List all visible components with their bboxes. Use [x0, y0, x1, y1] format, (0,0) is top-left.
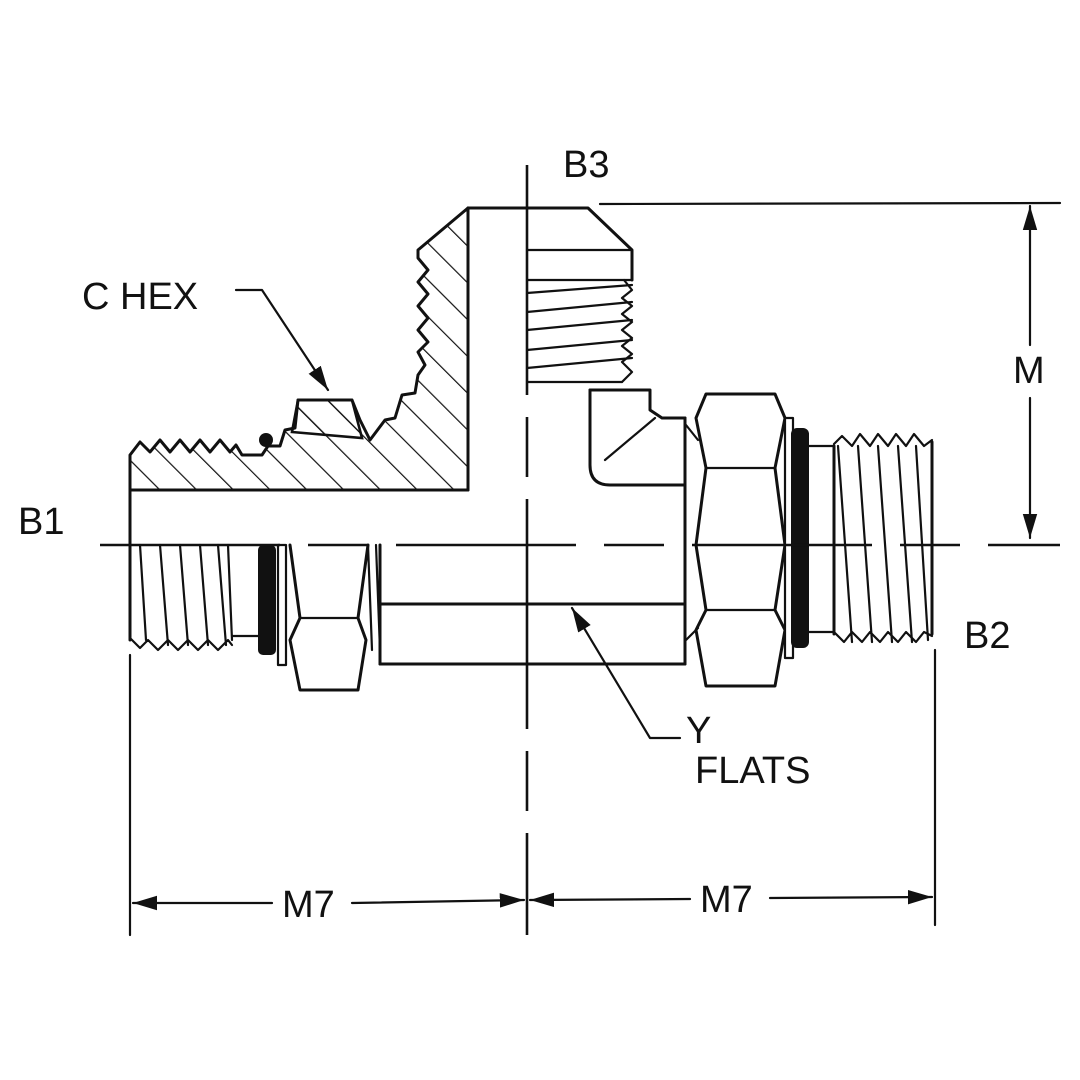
sectioned-body — [128, 206, 470, 492]
y-label: Y — [686, 710, 712, 752]
c-hex-nut-section — [290, 398, 364, 440]
y-flats-leader — [570, 606, 682, 740]
small-oring — [259, 433, 273, 447]
m7-left-label: M7 — [282, 884, 335, 926]
m-label: M — [1013, 350, 1045, 392]
b1-oring — [258, 545, 276, 655]
b3-branch-end — [466, 206, 634, 384]
b2-label: B2 — [964, 615, 1011, 657]
b1-port-end — [128, 488, 382, 692]
c-hex-label: C HEX — [82, 276, 199, 318]
m7-right-label: M7 — [700, 879, 753, 921]
tee-body — [128, 388, 687, 666]
dimension-m7 — [128, 648, 937, 937]
dimension-m — [598, 201, 1062, 540]
flats-label: FLATS — [695, 750, 811, 792]
b3-label: B3 — [563, 144, 610, 186]
b1-label: B1 — [18, 501, 65, 543]
b2-port-end — [684, 392, 934, 688]
b2-oring — [791, 428, 809, 648]
c-hex-leader — [234, 288, 330, 392]
